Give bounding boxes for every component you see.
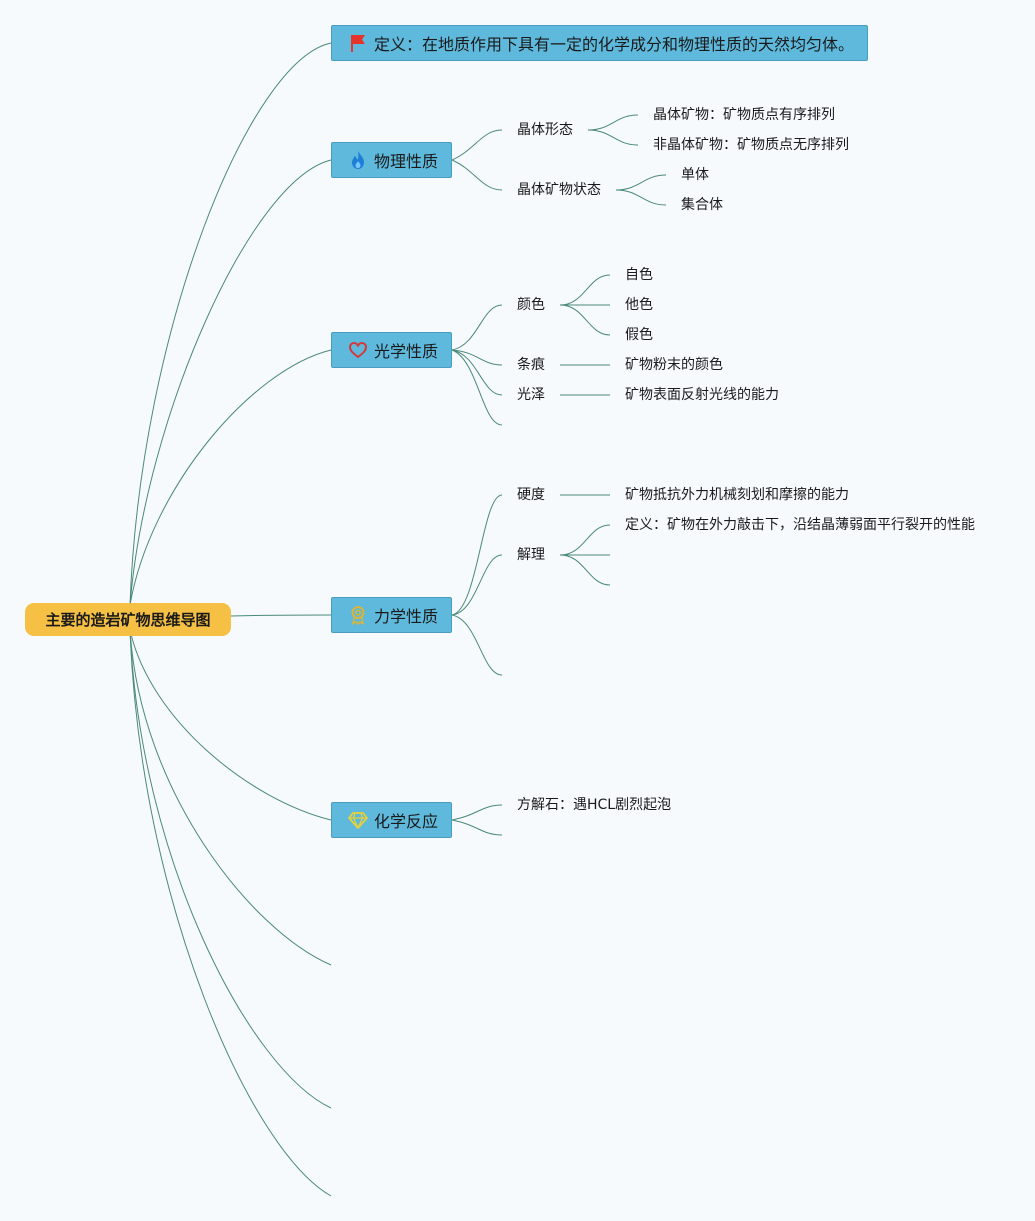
topic-definition-label: 定义：在地质作用下具有一定的化学成分和物理性质的天然均匀体。 bbox=[374, 35, 855, 54]
link-crystal-form-2 bbox=[587, 129, 639, 146]
topic-optical[interactable]: 光学性质 bbox=[331, 332, 452, 368]
link-color-1 bbox=[559, 274, 611, 306]
leaf-idiochromatic[interactable]: 自色 bbox=[625, 267, 653, 283]
link-root-definition bbox=[129, 42, 332, 606]
link-cleavage-1 bbox=[559, 524, 611, 556]
link-crystal-state-2 bbox=[615, 189, 667, 206]
award-icon bbox=[348, 605, 368, 625]
leaf-pseudochromatic[interactable]: 假色 bbox=[625, 327, 653, 343]
topic-mechanical[interactable]: 力学性质 bbox=[331, 597, 452, 633]
link-root-mechanical bbox=[230, 614, 332, 617]
topic-physical-label: 物理性质 bbox=[374, 152, 439, 171]
leaf-allochromatic[interactable]: 他色 bbox=[625, 297, 653, 313]
link-root-physical bbox=[129, 159, 332, 606]
leaf-hardness-desc[interactable]: 矿物抵抗外力机械刻划和摩擦的能力 bbox=[625, 487, 849, 503]
link-optical-color bbox=[451, 304, 503, 351]
link-chemical-calcite bbox=[451, 804, 503, 821]
subtopic-crystal-state[interactable]: 晶体矿物状态 bbox=[517, 182, 601, 198]
leaf-single-crystal[interactable]: 单体 bbox=[681, 167, 709, 183]
link-physical-crystal-state bbox=[451, 159, 503, 191]
subtopic-crystal-form[interactable]: 晶体形态 bbox=[517, 122, 573, 138]
link-root-empty-2 bbox=[129, 629, 332, 1109]
link-root-chemical bbox=[129, 629, 332, 821]
link-color-3 bbox=[559, 304, 611, 336]
link-physical-crystal-form bbox=[451, 129, 503, 161]
topic-definition[interactable]: 定义：在地质作用下具有一定的化学成分和物理性质的天然均匀体。 bbox=[331, 25, 868, 61]
subtopic-calcite[interactable]: 方解石：遇HCL剧烈起泡 bbox=[517, 797, 672, 813]
root-label: 主要的造岩矿物思维导图 bbox=[45, 611, 211, 629]
link-root-empty-3 bbox=[129, 629, 332, 1197]
leaf-aggregate[interactable]: 集合体 bbox=[681, 197, 723, 213]
link-root-empty-1 bbox=[129, 629, 332, 966]
link-optical-empty bbox=[451, 349, 503, 426]
leaf-cleavage-definition[interactable]: 定义：矿物在外力敲击下，沿结晶薄弱面平行裂开的性能 bbox=[625, 517, 975, 533]
topic-chemical[interactable]: 化学反应 bbox=[331, 802, 452, 838]
diamond-icon bbox=[348, 810, 368, 830]
topic-optical-label: 光学性质 bbox=[374, 342, 439, 361]
topic-physical[interactable]: 物理性质 bbox=[331, 142, 452, 178]
subtopic-color[interactable]: 颜色 bbox=[517, 297, 545, 313]
leaf-luster-desc[interactable]: 矿物表面反射光线的能力 bbox=[625, 387, 779, 403]
subtopic-luster[interactable]: 光泽 bbox=[517, 387, 545, 403]
leaf-amorphous-mineral[interactable]: 非晶体矿物：矿物质点无序排列 bbox=[653, 137, 849, 153]
link-root-optical bbox=[129, 349, 332, 606]
flame-icon bbox=[348, 150, 368, 170]
flag-icon bbox=[348, 33, 368, 53]
subtopic-cleavage[interactable]: 解理 bbox=[517, 547, 545, 563]
topic-mechanical-label: 力学性质 bbox=[374, 607, 439, 626]
link-crystal-state-1 bbox=[615, 174, 667, 191]
link-mechanical-hardness bbox=[451, 494, 503, 616]
leaf-crystal-mineral[interactable]: 晶体矿物：矿物质点有序排列 bbox=[653, 107, 835, 123]
link-mechanical-cleavage bbox=[451, 554, 503, 616]
link-chemical-empty bbox=[451, 819, 503, 836]
topic-chemical-label: 化学反应 bbox=[374, 812, 439, 831]
link-optical-streak bbox=[451, 349, 503, 366]
heart-icon bbox=[348, 340, 368, 360]
subtopic-hardness[interactable]: 硬度 bbox=[517, 487, 545, 503]
link-cleavage-3 bbox=[559, 554, 611, 586]
link-crystal-form-1 bbox=[587, 114, 639, 131]
leaf-streak-desc[interactable]: 矿物粉末的颜色 bbox=[625, 357, 723, 373]
subtopic-streak[interactable]: 条痕 bbox=[517, 357, 545, 373]
root-node[interactable]: 主要的造岩矿物思维导图 bbox=[25, 603, 231, 636]
link-optical-luster bbox=[451, 349, 503, 396]
link-mechanical-empty bbox=[451, 614, 503, 676]
